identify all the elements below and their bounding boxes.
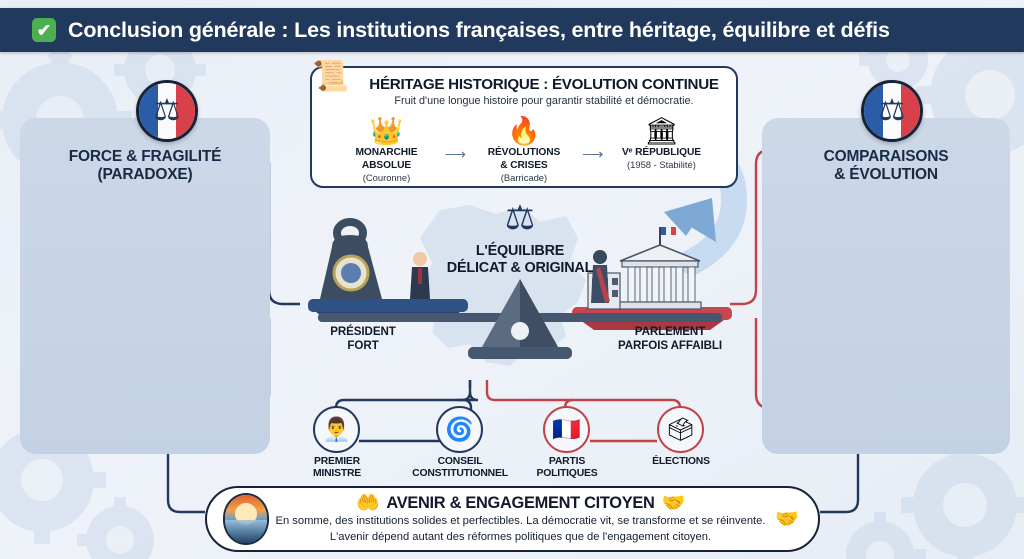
footer-text-block: 🤲 AVENIR & ENGAGEMENT CITOYEN 🤝 En somme… bbox=[269, 494, 772, 544]
step-name: MONARCHIE bbox=[355, 147, 418, 158]
french-flag-icon: 🇫🇷 bbox=[552, 416, 581, 442]
scales-icon: ⚖ bbox=[153, 94, 181, 127]
right-panel-title-1: COMPARAISONS bbox=[823, 148, 949, 165]
avenir-engagement-banner[interactable]: 🤲 AVENIR & ENGAGEMENT CITOYEN 🤝 En somme… bbox=[205, 486, 820, 552]
step-name: & CRISES bbox=[500, 160, 548, 172]
president-pan bbox=[308, 218, 468, 322]
ballot-box-icon: 🗳 bbox=[665, 416, 696, 442]
offering-hands-icon: 🤲 bbox=[356, 492, 380, 514]
timeline-step-monarchie: 👑 MONARCHIE ABSOLUE (Couronne) bbox=[331, 111, 441, 184]
fire-barricade-icon: 🔥 bbox=[507, 116, 541, 146]
node-premier-ministre[interactable]: 👨‍💼 bbox=[313, 406, 360, 453]
left-panel-emblem: ⚖ bbox=[136, 80, 198, 142]
crown-icon: 👑 bbox=[369, 116, 404, 146]
timeline-arrow-icon: ⟶ bbox=[444, 146, 466, 164]
node-conseil-constitutionnel[interactable]: 🌀 bbox=[436, 406, 483, 453]
step-paren: (Couronne) bbox=[362, 172, 411, 184]
right-panel-title-2: & ÉVOLUTION bbox=[834, 166, 938, 184]
republic-building-icon: 🏛 bbox=[644, 116, 679, 146]
node-label-conseil-constitutionnel: CONSEIL CONSTITUTIONNEL bbox=[412, 456, 508, 480]
heritage-historique-box[interactable]: HÉRITAGE HISTORIQUE : ÉVOLUTION CONTINUE… bbox=[310, 66, 738, 188]
heritage-title: HÉRITAGE HISTORIQUE : ÉVOLUTION CONTINUE bbox=[369, 76, 719, 93]
parlement-label: PARLEMENT PARFOIS AFFAIBLI bbox=[590, 325, 750, 352]
president-label-1: PRÉSIDENT bbox=[330, 325, 396, 338]
node-partis-politiques[interactable]: 🇫🇷 bbox=[543, 406, 590, 453]
step-name: RÉVOLUTIONS bbox=[487, 147, 561, 158]
minister-icon: 👨‍💼 bbox=[322, 416, 351, 442]
step-paren: (1958 - Stabilité) bbox=[627, 159, 696, 171]
president-fort-label: PRÉSIDENT FORT bbox=[298, 325, 428, 352]
handshake-icon: 🤝 bbox=[661, 492, 686, 514]
scroll-icon: 📜 bbox=[312, 60, 350, 93]
president-label-2: FORT bbox=[347, 338, 379, 352]
footer-title: AVENIR & ENGAGEMENT CITOYEN bbox=[386, 493, 655, 512]
balance-scene: ⚖ L'ÉQUILIBRE DÉLICAT & ORIGINAL bbox=[290, 195, 750, 385]
step-name: Vᵉ RÉPUBLIQUE bbox=[621, 147, 701, 158]
left-panel-title-2: (PARADOXE) bbox=[97, 166, 193, 184]
page-title: Conclusion générale : Les institutions f… bbox=[68, 17, 890, 42]
node-elections[interactable]: 🗳 bbox=[657, 406, 704, 453]
equilibre-line-1: L'ÉQUILIBRE bbox=[475, 243, 565, 259]
cockade-icon: 🌀 bbox=[445, 416, 474, 442]
check-icon: ✔ bbox=[32, 18, 56, 42]
balance-graphic bbox=[308, 218, 732, 359]
node-label-premier-ministre: PREMIER MINISTRE bbox=[312, 456, 362, 480]
left-panel-title-1: FORCE & FRAGILITÉ bbox=[68, 148, 222, 165]
timeline-step-revolutions: 🔥 RÉVOLUTIONS & CRISES (Barricade) bbox=[469, 111, 579, 184]
justice-scales-icon: ⚖ bbox=[504, 199, 536, 237]
timeline-step-cinquieme-republique: 🏛 Vᵉ RÉPUBLIQUE (1958 - Stabilité) bbox=[606, 111, 716, 171]
equilibre-line-2: DÉLICAT & ORIGINAL bbox=[446, 259, 594, 276]
equilibre-label: L'ÉQUILIBRE DÉLICAT & ORIGINAL bbox=[446, 243, 594, 276]
parlement-pan bbox=[572, 227, 732, 330]
node-label-elections: ÉLECTIONS bbox=[652, 456, 710, 467]
scales-icon: ⚖ bbox=[878, 94, 906, 127]
footer-title-row: 🤲 AVENIR & ENGAGEMENT CITOYEN 🤝 bbox=[273, 494, 768, 513]
handshake-icon-right: 🤝 bbox=[775, 508, 799, 530]
parlement-label-1: PARLEMENT bbox=[634, 325, 706, 338]
heritage-timeline: 👑 MONARCHIE ABSOLUE (Couronne) ⟶ 🔥 RÉVOL… bbox=[312, 111, 736, 184]
heritage-subtitle: Fruit d'une longue histoire pour garanti… bbox=[394, 95, 694, 107]
step-name: ABSOLUE bbox=[361, 160, 412, 172]
header-bar: ✔ Conclusion générale : Les institutions… bbox=[0, 8, 1024, 52]
right-panel: COMPARAISONS & ÉVOLUTION bbox=[762, 118, 1010, 454]
left-panel: FORCE & FRAGILITÉ (PARADOXE) bbox=[20, 118, 270, 454]
sunrise-icon bbox=[223, 493, 269, 545]
footer-line-1: En somme, des institutions solides et pe… bbox=[275, 514, 766, 527]
parlement-label-2: PARFOIS AFFAIBLI bbox=[617, 338, 723, 352]
timeline-arrow-icon: ⟶ bbox=[581, 146, 604, 164]
right-panel-emblem: ⚖ bbox=[861, 80, 923, 142]
step-paren: (Barricade) bbox=[500, 172, 548, 184]
footer-line-2: L'avenir dépend autant des réformes poli… bbox=[329, 530, 712, 543]
node-label-partis-politiques: PARTIS POLITIQUES bbox=[536, 456, 598, 480]
